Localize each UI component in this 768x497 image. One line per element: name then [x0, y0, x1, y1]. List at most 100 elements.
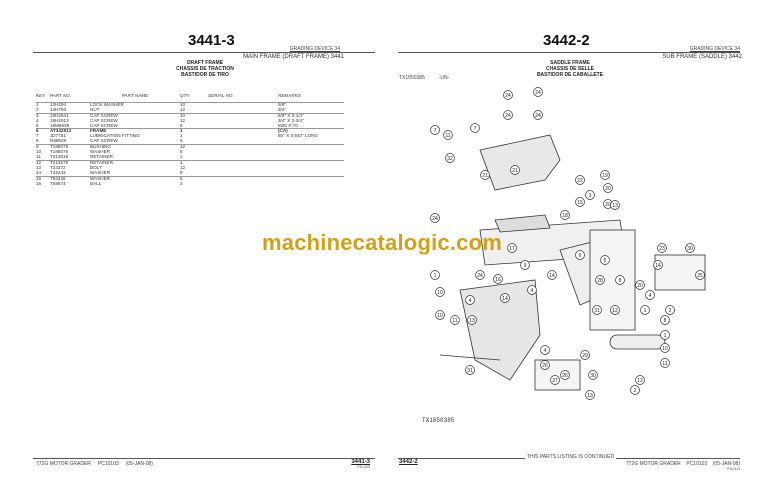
callout-circle: [592, 305, 602, 315]
callout-number: 30: [687, 246, 693, 252]
callout: 21: [510, 165, 520, 175]
callout-circle: [603, 183, 613, 193]
callout-number: 21: [512, 168, 518, 174]
callout: 4: [527, 285, 537, 295]
callout: 19: [600, 170, 610, 180]
callout: 15: [575, 197, 585, 207]
callout: 16: [493, 274, 503, 284]
callout: 4: [645, 290, 655, 300]
callout-number: 11: [452, 318, 457, 324]
callout-number: 17: [509, 246, 515, 252]
cell-qty: 1: [180, 128, 208, 135]
cell-part-no: JD7781: [50, 133, 66, 139]
cell-name: RETAINER: [90, 153, 113, 159]
callout-number: 24: [505, 93, 511, 99]
callout: 11: [443, 130, 453, 140]
callout-number: 20: [605, 202, 611, 208]
callout-number: 5: [604, 258, 607, 264]
callout: 24: [503, 110, 513, 120]
group-title: MAIN FRAME (DRAFT FRAME) 3441: [243, 54, 344, 60]
callout: 1: [640, 305, 650, 315]
callout-circle: [610, 200, 620, 210]
callout-circle: [600, 170, 610, 180]
bushing-row: [494, 214, 551, 233]
callout-number: 10: [662, 346, 668, 352]
callout-number: 20: [637, 283, 643, 289]
callout: 8: [660, 315, 670, 325]
callout: 30: [588, 370, 598, 380]
callout: 5: [600, 255, 610, 265]
callout-circle: [510, 165, 520, 175]
cell-key: 2: [36, 106, 39, 112]
callout: 7: [470, 123, 480, 133]
cell-qty: 10: [180, 112, 208, 119]
callout: 21: [480, 170, 490, 180]
callout-circle: [435, 287, 445, 297]
callout-circle: [660, 315, 670, 325]
illustration-flag: -UN-: [438, 75, 450, 81]
callout: 14: [500, 293, 510, 303]
callout-circle: [575, 175, 585, 185]
cell-part-no: AT342813: [50, 128, 90, 135]
callout-circle: [430, 125, 440, 135]
cell-key: 7: [36, 133, 39, 139]
callout-number: 4: [531, 288, 534, 294]
callout: 10: [435, 287, 445, 297]
callout: 7: [430, 125, 440, 135]
callout-number: 32: [447, 156, 453, 162]
callout: 18: [560, 210, 570, 220]
callout-circle: [550, 375, 560, 385]
callout: 24: [533, 87, 543, 97]
callout-number: 2: [669, 308, 672, 314]
callout-number: 26: [542, 363, 548, 369]
cell-key: 11: [36, 153, 41, 159]
cell-key: 10: [36, 149, 42, 155]
callout: 30: [685, 243, 695, 253]
callout-circle: [445, 153, 455, 163]
callout: 22: [575, 175, 585, 185]
cell-part-no: 19H2913: [50, 117, 69, 123]
cell-part-no: T59874: [50, 180, 66, 186]
callout-number: 6: [579, 253, 582, 259]
callout-number: 13: [587, 393, 593, 399]
cell-serial: [208, 182, 258, 187]
caption-fr: CHASSIS DE SELLE: [545, 66, 595, 72]
callout: 10: [660, 343, 670, 353]
cell-remarks: [258, 182, 344, 187]
callout-number: 14: [502, 296, 508, 302]
callout: 20: [635, 280, 645, 290]
footer-left: 772G MOTOR GRADER PC10103 (05-JAN-08): [36, 461, 153, 467]
callout-circle: [503, 90, 513, 100]
callout-circle: [430, 270, 440, 280]
callout-circle: [465, 295, 475, 305]
callout-circle: [665, 305, 675, 315]
callout-number: 24: [505, 113, 511, 119]
callout: 23: [657, 243, 667, 253]
cell-part-no: 19M8639: [50, 122, 70, 128]
footer-machine: 772G MOTOR GRADER: [625, 461, 681, 467]
cell-name: WASHER: [90, 149, 110, 155]
section-label: GRADING DEVICE 34: [289, 46, 340, 52]
callout: 17: [507, 243, 517, 253]
callout-number: 4: [544, 348, 547, 354]
callout-number: 12: [612, 308, 618, 314]
cell-qty: 12: [180, 164, 186, 170]
cell-name: LOCK WASHER: [90, 101, 124, 107]
callout-circle: [493, 274, 503, 284]
cell-qty: 6: [180, 122, 183, 128]
callout-number: 23: [659, 246, 665, 252]
cell-key: 13: [36, 164, 42, 170]
cell-part-no: T83426: [50, 175, 90, 182]
callout-number: 8: [619, 278, 622, 284]
cell-part-no: T188075: [50, 144, 90, 151]
callout-number: 24: [535, 113, 541, 119]
parts-table: KEY PART NO. PART NAME QTY. SERIAL NO. R…: [36, 93, 344, 187]
cell-name: BOLT: [90, 164, 102, 170]
cell-remarks: [258, 144, 344, 151]
